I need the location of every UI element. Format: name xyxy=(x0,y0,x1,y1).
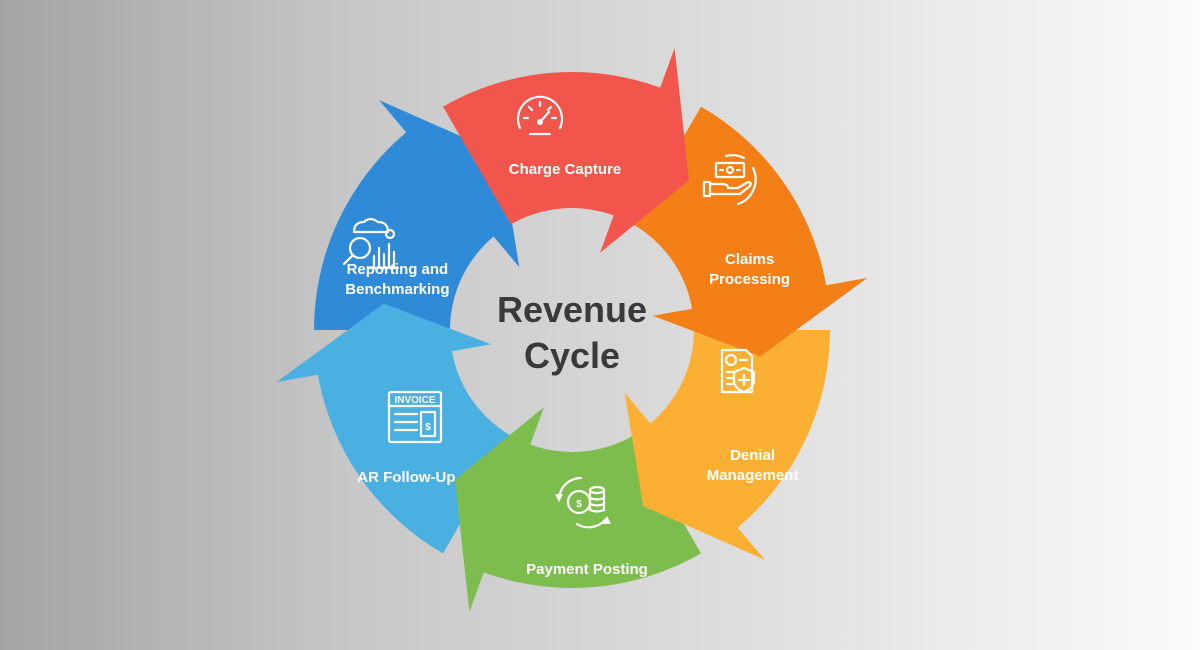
currency-symbol: $ xyxy=(576,499,582,510)
segment-denial xyxy=(624,330,830,560)
label-claims-line2: Processing xyxy=(709,271,790,288)
currency-symbol: $ xyxy=(425,422,431,433)
segment-ar xyxy=(276,303,511,554)
label-ar-line1: AR Follow-Up xyxy=(357,469,455,486)
label-reporting-line1: Reporting and xyxy=(347,261,449,278)
cycle-icons: $ INVOICE $ xyxy=(342,95,757,529)
invoice-text: INVOICE xyxy=(394,395,435,406)
money-hand-icon xyxy=(702,154,757,206)
label-denial-line2: Management xyxy=(707,467,799,484)
cycle-segments xyxy=(276,48,868,612)
center-label: Revenue Cycle xyxy=(497,289,647,376)
analytics-magnifier-icon xyxy=(342,217,400,270)
label-denial-line1: Denial xyxy=(730,447,775,464)
center-title-line2: Cycle xyxy=(524,335,620,376)
label-reporting-line2: Benchmarking xyxy=(345,281,449,298)
dollar-refresh-icon: $ xyxy=(555,476,611,529)
segment-claims xyxy=(633,106,868,357)
speedometer-icon xyxy=(516,95,564,136)
cycle-labels: Charge CaptureClaimsProcessingDenialMana… xyxy=(345,161,798,578)
shield-document-icon xyxy=(720,348,756,394)
label-charge-line1: Charge Capture xyxy=(509,161,622,178)
center-title-line1: Revenue xyxy=(497,289,647,330)
segment-reporting xyxy=(314,100,520,330)
invoice-icon: INVOICE $ xyxy=(387,390,443,444)
label-claims-line1: Claims xyxy=(725,251,774,268)
label-payment-line1: Payment Posting xyxy=(526,561,648,578)
segment-charge xyxy=(443,48,689,253)
